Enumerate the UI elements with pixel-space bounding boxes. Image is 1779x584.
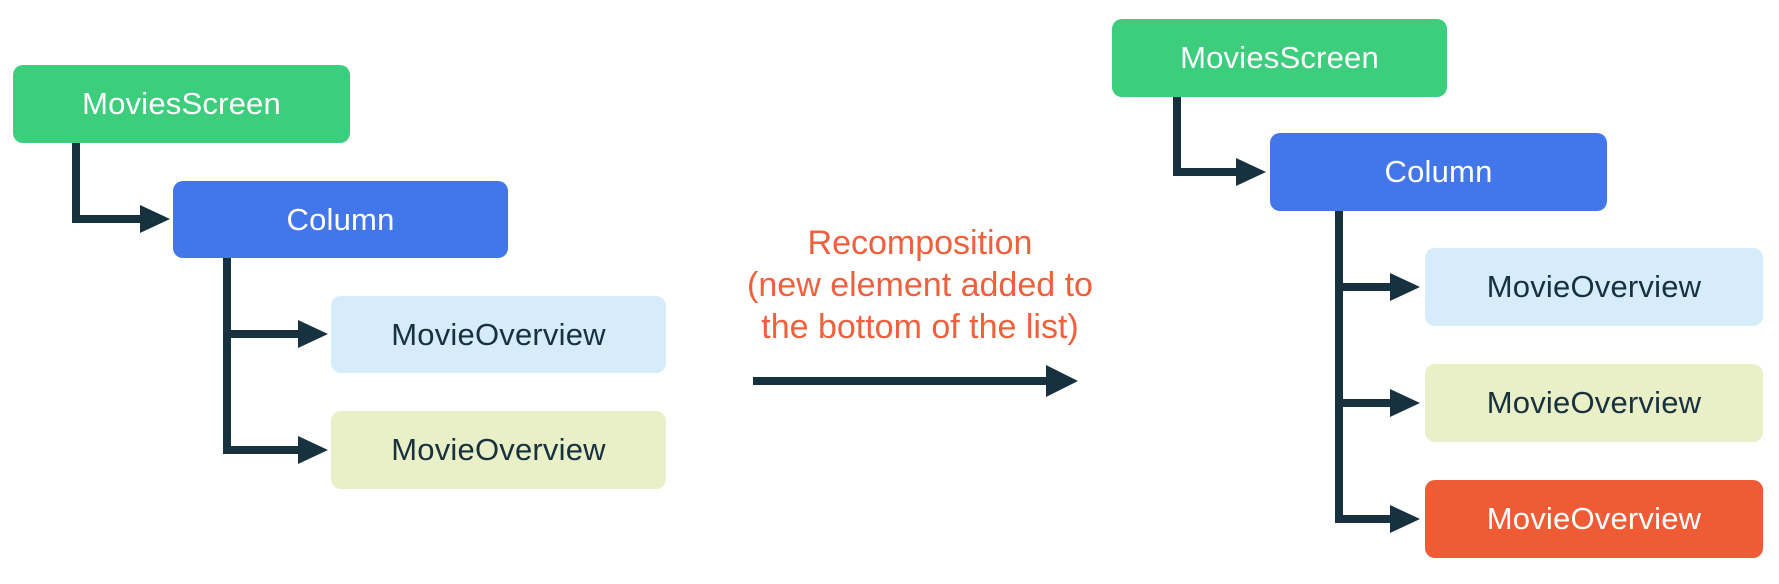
left-column-trunk-line <box>223 258 231 454</box>
left-moviesscreen-node: MoviesScreen <box>13 65 350 143</box>
left-root-connector-line <box>72 215 140 223</box>
recomposition-arrow-arrowhead-icon <box>1046 365 1078 397</box>
right-branch3-line <box>1335 515 1390 523</box>
right-branch2-arrowhead-icon <box>1390 389 1420 417</box>
right-root-connector-line <box>1173 168 1236 176</box>
right-branch2-line <box>1335 399 1390 407</box>
right-branch1-line <box>1335 283 1390 291</box>
left-movieoverview-node-1: MovieOverview <box>331 296 666 373</box>
right-root-connector-line <box>1173 97 1181 176</box>
right-movieoverview-node-1: MovieOverview <box>1425 248 1763 326</box>
right-branch1-arrowhead-icon <box>1390 273 1420 301</box>
left-branch2-line <box>223 446 298 454</box>
right-root-connector-arrowhead-icon <box>1236 158 1266 186</box>
right-column-trunk-line <box>1335 211 1343 523</box>
recomposition-label: Recomposition (new element added to the … <box>680 222 1160 348</box>
right-branch3-arrowhead-icon <box>1390 505 1420 533</box>
left-branch1-line <box>223 330 298 338</box>
left-root-connector-line <box>72 143 80 223</box>
left-movieoverview-node-2: MovieOverview <box>331 411 666 489</box>
left-column-node: Column <box>173 181 508 258</box>
left-root-connector-arrowhead-icon <box>140 205 170 233</box>
recomposition-label-line1: Recomposition <box>807 224 1033 262</box>
left-branch1-arrowhead-icon <box>298 320 328 348</box>
left-branch2-arrowhead-icon <box>298 436 328 464</box>
recomposition-arrow-line <box>753 377 1046 385</box>
recomposition-label-line2: (new element added to <box>747 266 1093 304</box>
right-column-node: Column <box>1270 133 1607 211</box>
recomposition-label-line3: the bottom of the list) <box>761 308 1079 346</box>
right-movieoverview-node-2: MovieOverview <box>1425 364 1763 442</box>
right-movieoverview-node-new: MovieOverview <box>1425 480 1763 558</box>
right-moviesscreen-node: MoviesScreen <box>1112 19 1447 97</box>
